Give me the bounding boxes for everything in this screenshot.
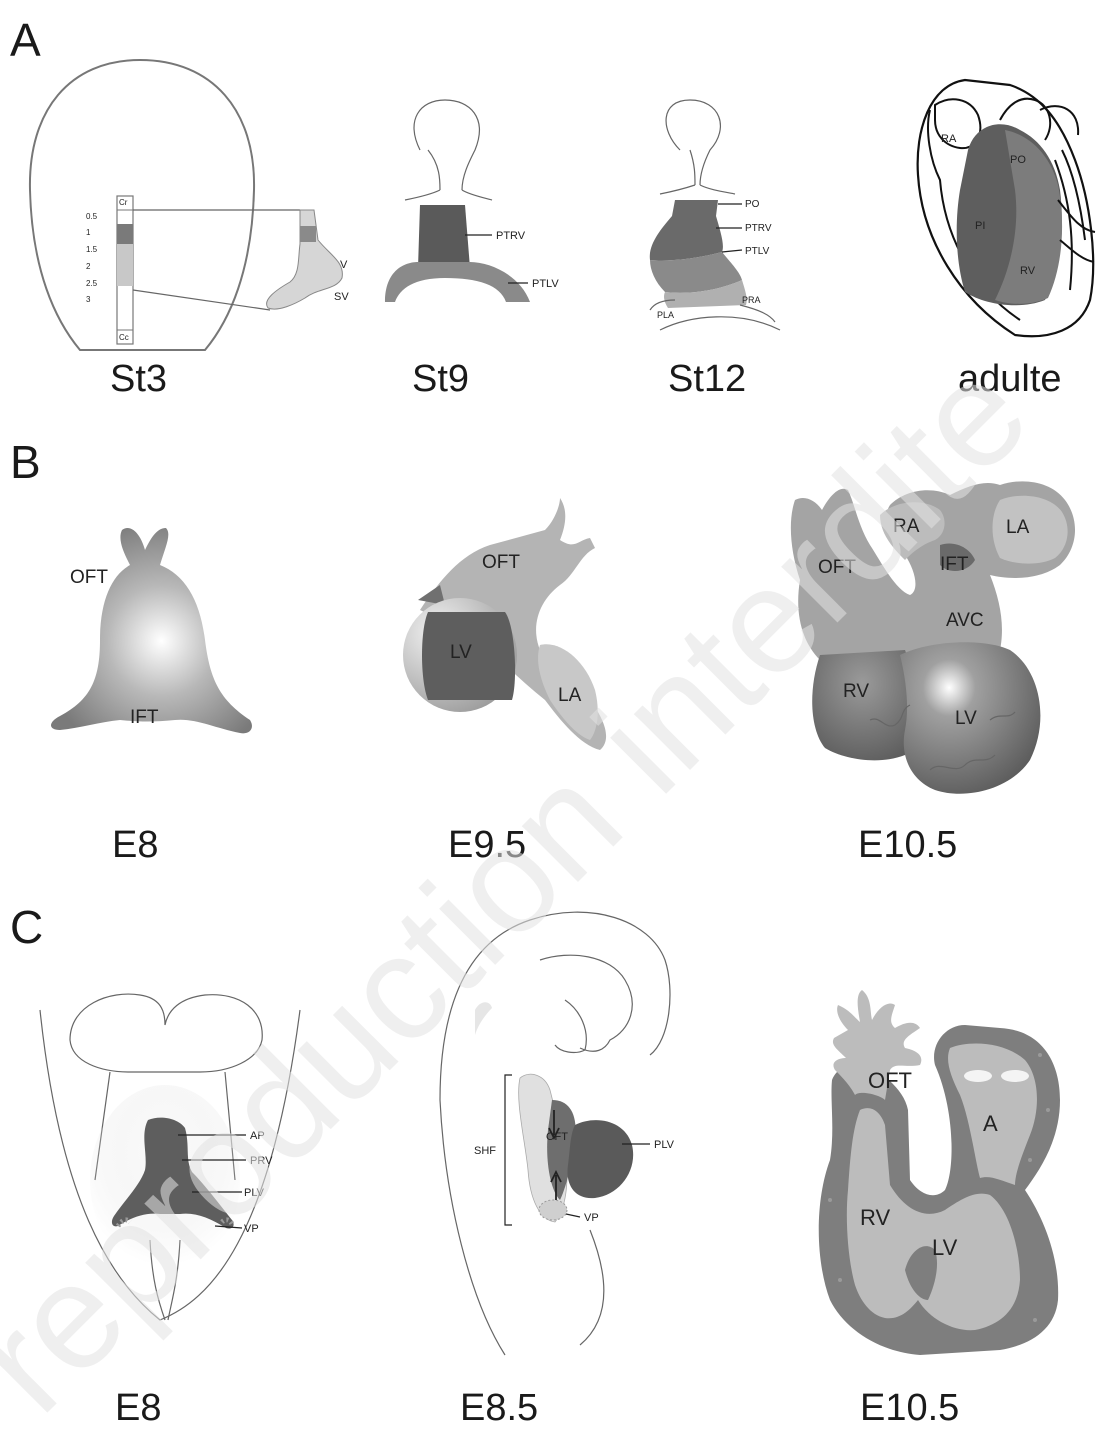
label-v: V [340,259,348,271]
label-vp-c-e85: VP [584,1212,599,1224]
label-avc: AVC [946,610,984,631]
stage-c-e85: E8.5 [460,1387,538,1429]
axis-light-segment [117,244,133,286]
b-e8-heart-tube: OFT IFT [51,528,252,733]
label-a: A [983,1111,998,1136]
label-ra-adult: RA [941,133,957,145]
stage-st3: St3 [110,358,167,400]
panel-b-letter: B [10,436,41,488]
label-pi: PI [975,220,985,232]
adult-heart-drawing: RA PO PI RV [918,80,1095,336]
heart-tube-st3 [267,210,343,309]
tick-0-5: 0.5 [86,212,98,221]
label-lv-c-e105: LV [932,1235,958,1260]
label-sv: SV [334,291,349,303]
c-e105-heart: OFT A RV LV [819,990,1060,1355]
panel-a-letter: A [10,14,41,66]
b-e8-tube-shape [51,528,252,733]
label-oft-b-e95: OFT [482,552,520,573]
head-outline-st9 [414,100,479,190]
st3-drawing: Cr Cc 0.5 1 1.5 2 2.5 3 V SV [30,60,349,350]
stage-c-e105: E10.5 [860,1387,959,1429]
tick-1-5: 1.5 [86,245,98,254]
tick-3: 3 [86,295,91,304]
label-rv-c-e105: RV [860,1205,890,1230]
ptrv-region-st9 [418,205,470,268]
po-region [672,200,718,216]
label-shf: SHF [474,1145,496,1157]
label-cr: Cr [119,198,128,207]
label-ptrv-st9: PTRV [496,230,526,242]
tick-2: 2 [86,262,91,271]
label-oft-c-e85: OFT [546,1131,568,1143]
panel-c-letter: C [10,901,43,953]
label-lv-b-e95: LV [450,642,472,663]
label-plv-c-e85: PLV [654,1139,675,1151]
label-po-adult: PO [1010,154,1026,166]
tick-2-5: 2.5 [86,279,98,288]
stage-c-e8: E8 [115,1387,161,1429]
label-ptlv-st12: PTLV [745,246,770,257]
stage-st12: St12 [668,358,746,400]
embryo-outline [30,60,254,350]
st12-drawing: PO PTRV PTLV PLA PRA [650,100,780,330]
axis-dark-segment [117,224,133,244]
label-la-b-e105: LA [1006,517,1030,538]
ptlv-region-st9 [385,262,530,302]
label-oft-c-e105: OFT [868,1068,912,1093]
label-rv-b-e105: RV [843,681,869,702]
label-rv-adult: RV [1020,265,1036,277]
label-ptrv-st12: PTRV [745,223,772,234]
tick-1: 1 [86,228,91,237]
label-oft-b-e8: OFT [70,567,108,588]
label-cc: Cc [119,333,129,342]
c-e85-plv [567,1120,633,1198]
stage-b-e8: E8 [112,824,158,866]
stage-b-e105: E10.5 [858,824,957,866]
label-pla: PLA [657,310,674,320]
label-ptlv-st9: PTLV [532,278,559,290]
st9-drawing: PTRV PTLV [385,100,559,302]
label-po-st12: PO [745,199,760,210]
ptrv-region-st12 [650,216,723,261]
label-lv-b-e105: LV [955,708,977,729]
stage-st9: St9 [412,358,469,400]
label-ift-b-e8: IFT [130,707,159,728]
label-pra: PRA [742,295,761,305]
